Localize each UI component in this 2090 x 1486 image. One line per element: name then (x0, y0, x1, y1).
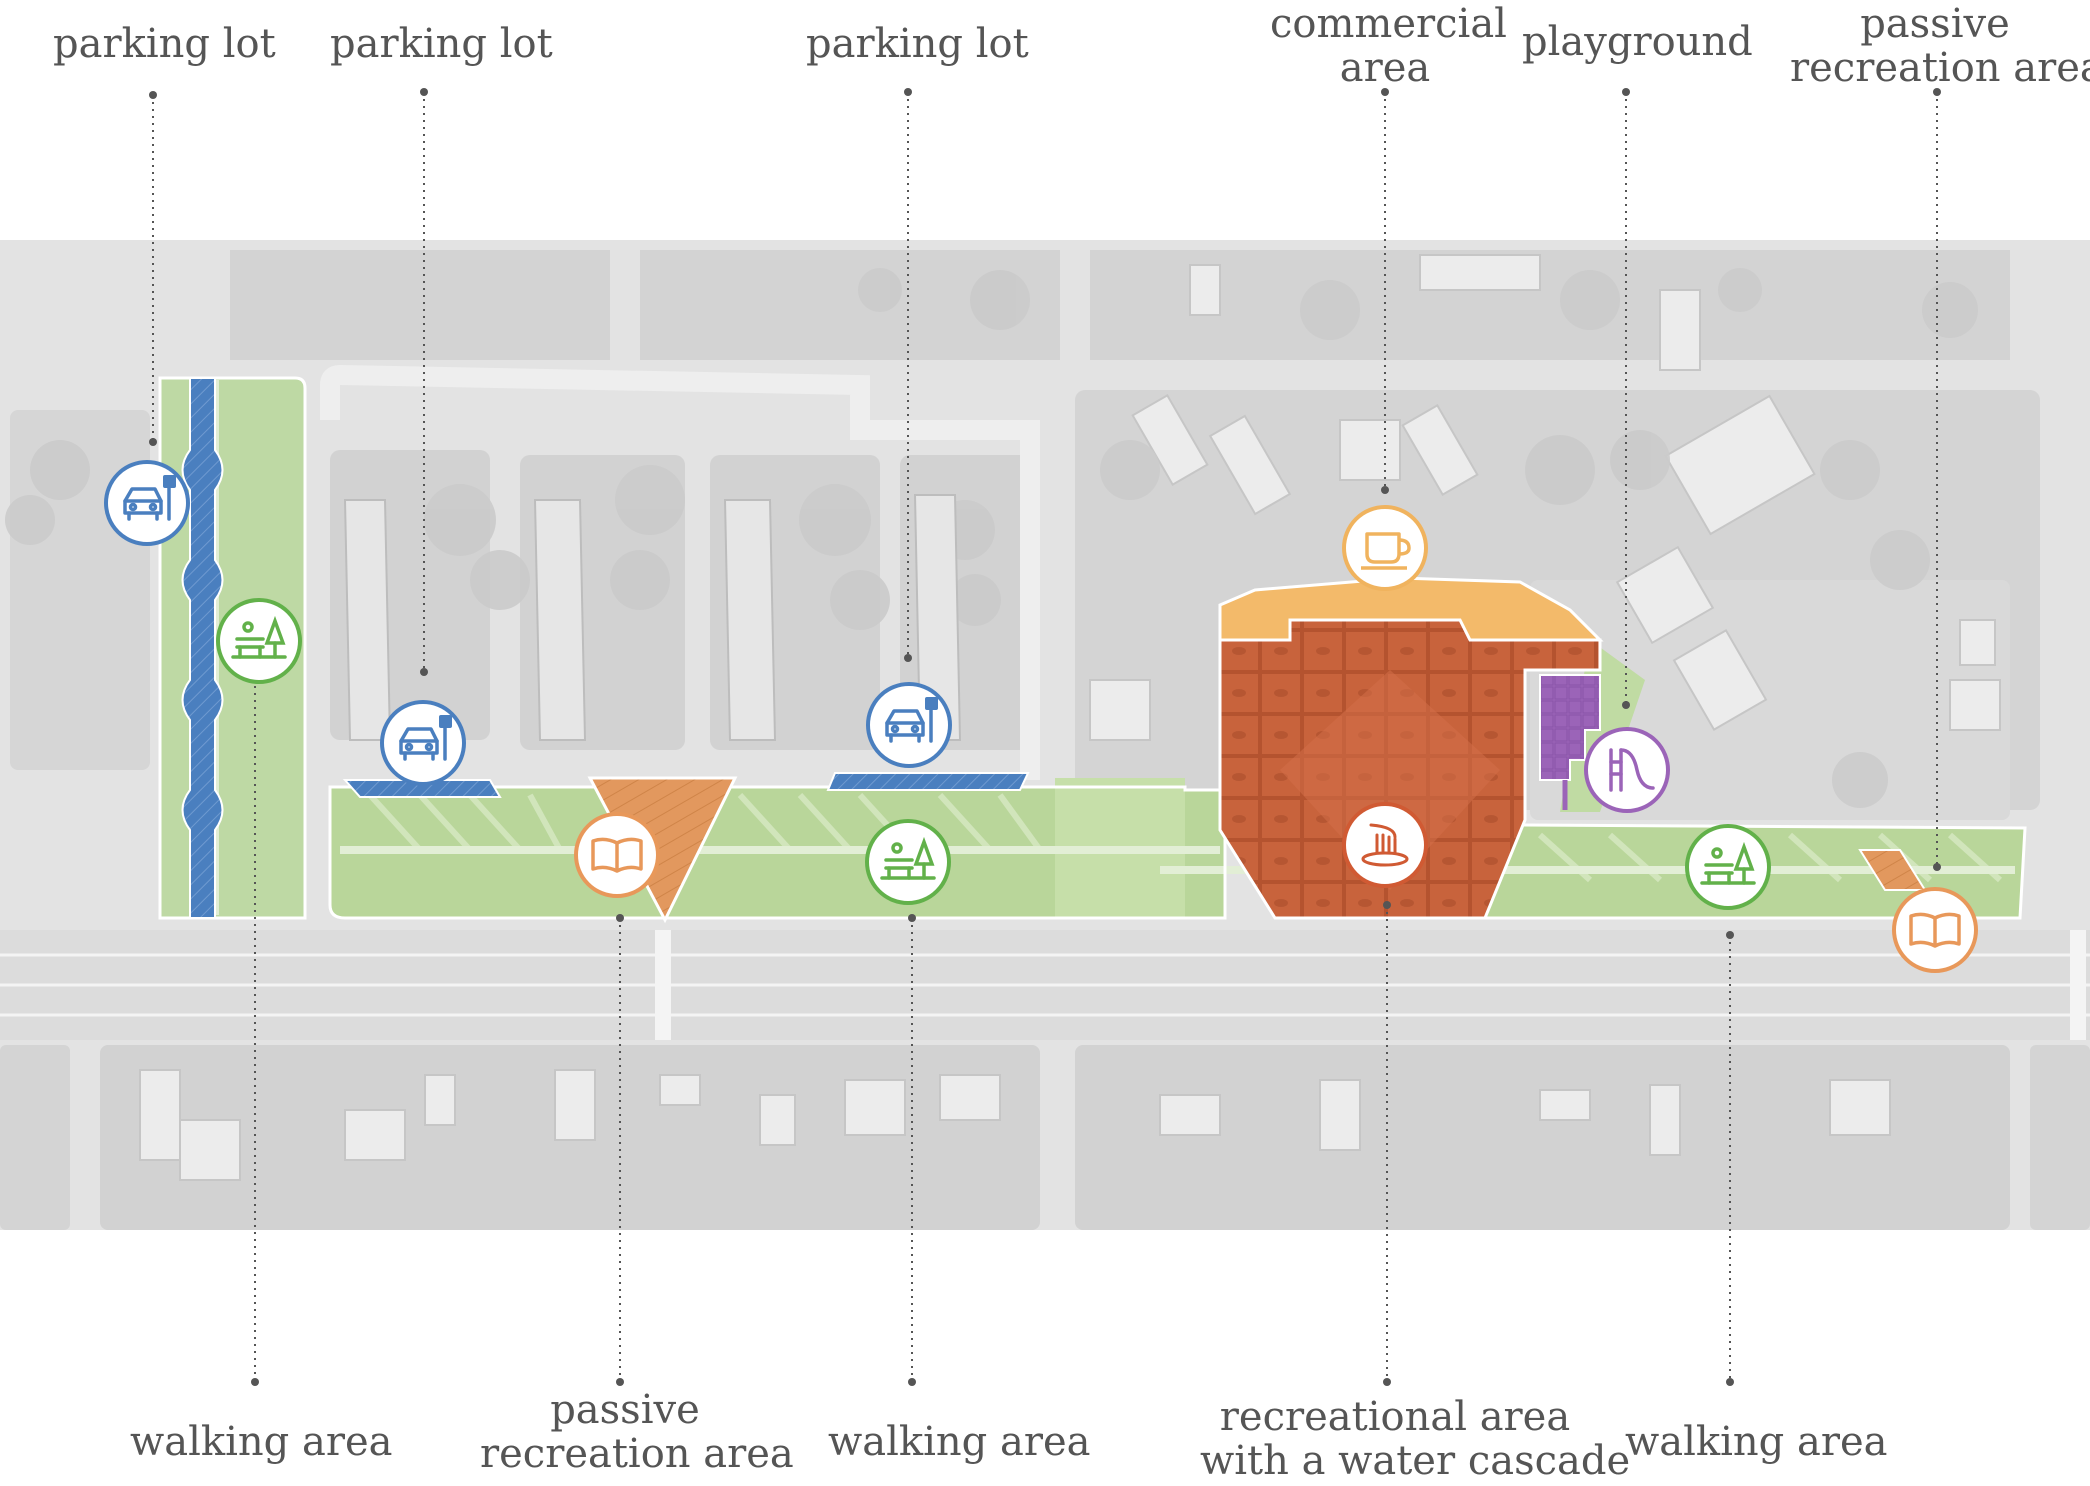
slide-icon (1584, 727, 1670, 813)
label-text: parking lot (330, 21, 553, 67)
playground-zone (1539, 674, 1601, 781)
car-parking-icon (104, 460, 190, 546)
label-text: playground (1522, 19, 1753, 65)
label-text: passive (1860, 1, 2010, 47)
label-text: recreation area (480, 1431, 794, 1477)
leader-lines (152, 92, 1938, 1382)
label-commercial-area: commercial area (1270, 1, 1507, 91)
water-cascade-feature (1280, 670, 1500, 890)
label-text: with a water cascade (1200, 1438, 1631, 1484)
label-walking-area-2: walking area (828, 1419, 1091, 1465)
label-text: commercial (1270, 1, 1507, 47)
label-walking-area-3: walking area (1625, 1419, 1888, 1465)
label-passive-recreation-area-top: passive recreation area (1790, 1, 2090, 91)
label-playground: playground (1522, 19, 1753, 65)
label-recreational-area: recreational area with a water cascade (1200, 1394, 1631, 1484)
label-text: parking lot (53, 21, 276, 67)
car-parking-icon (380, 700, 466, 786)
bench-tree-icon (865, 819, 951, 905)
bench-tree-icon (216, 598, 302, 684)
aerial-backdrop (0, 240, 2090, 1230)
label-parking-lot-2: parking lot (330, 21, 553, 67)
book-icon (574, 812, 660, 898)
label-walking-area-1: walking area (130, 1419, 393, 1465)
parking-zones (181, 377, 1030, 919)
label-text: walking area (828, 1419, 1091, 1465)
label-text: walking area (130, 1419, 393, 1465)
book-icon (1892, 887, 1978, 973)
label-text: passive (550, 1387, 700, 1433)
label-text: recreational area (1219, 1394, 1571, 1440)
label-text: area (1339, 45, 1431, 91)
bench-tree-icon (1685, 824, 1771, 910)
water-cascade-icon (1342, 802, 1428, 888)
label-parking-lot-1: parking lot (53, 21, 276, 67)
coffee-cup-icon (1342, 505, 1428, 591)
label-parking-lot-3: parking lot (806, 21, 1029, 67)
label-text: recreation area (1790, 45, 2090, 91)
label-passive-recreation-area-bottom: passive recreation area (480, 1387, 794, 1477)
label-text: parking lot (806, 21, 1029, 67)
label-text: walking area (1625, 1419, 1888, 1465)
car-parking-icon (866, 682, 952, 768)
